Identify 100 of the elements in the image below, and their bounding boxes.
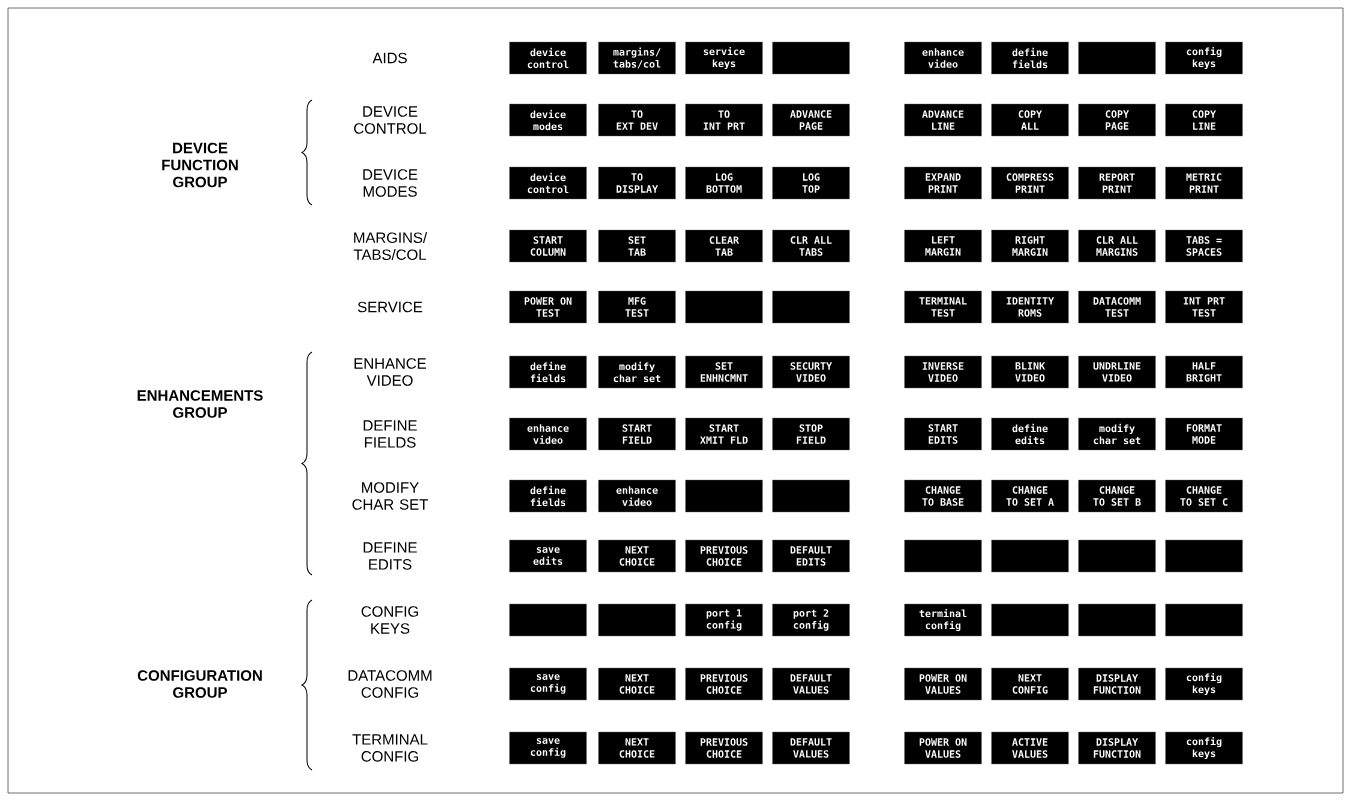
function-key: config keys xyxy=(1165,41,1243,75)
function-key: SECURTY VIDEO xyxy=(772,355,850,389)
function-key: INVERSE VIDEO xyxy=(904,355,982,389)
function-key: NEXT CHOICE xyxy=(598,731,676,765)
function-key: config keys xyxy=(1165,667,1243,701)
function-key: STOP FIELD xyxy=(772,417,850,451)
function-key: device control xyxy=(509,166,587,200)
row-label: MARGINS/ TABS/COL xyxy=(353,232,428,260)
function-key: CHANGE TO SET C xyxy=(1165,479,1243,513)
function-key: define fields xyxy=(509,479,587,513)
function-key: NEXT CHOICE xyxy=(598,539,676,573)
function-key: TO INT PRT xyxy=(685,103,763,137)
function-key: port 1 config xyxy=(685,603,763,637)
function-key: enhance video xyxy=(598,479,676,513)
group-label: ENHANCEMENTS GROUP xyxy=(137,390,263,418)
function-key: PREVIOUS CHOICE xyxy=(685,731,763,765)
row-label: MODIFY CHAR SET xyxy=(352,482,428,510)
function-key: DEFAULT VALUES xyxy=(772,731,850,765)
function-key: enhance video xyxy=(904,41,982,75)
row-label: DEVICE MODES xyxy=(363,169,418,197)
function-key: save edits xyxy=(509,539,587,573)
function-key: port 2 config xyxy=(772,603,850,637)
function-key: START COLUMN xyxy=(509,229,587,263)
blank-key xyxy=(1165,603,1243,637)
function-key: DEFAULT EDITS xyxy=(772,539,850,573)
blank-key xyxy=(1078,41,1156,75)
function-key: SET TAB xyxy=(598,229,676,263)
function-key: modify char set xyxy=(598,355,676,389)
blank-key xyxy=(772,479,850,513)
function-key: COPY LINE xyxy=(1165,103,1243,137)
function-key: ACTIVE VALUES xyxy=(991,731,1069,765)
row-label: DEFINE EDITS xyxy=(363,542,417,570)
function-key: INT PRT TEST xyxy=(1165,290,1243,324)
function-key: DISPLAY FUNCTION xyxy=(1078,667,1156,701)
function-key: CHANGE TO SET A xyxy=(991,479,1069,513)
row-label: DEVICE CONTROL xyxy=(354,106,427,134)
function-key: METRIC PRINT xyxy=(1165,166,1243,200)
function-key: POWER ON TEST xyxy=(509,290,587,324)
blank-key xyxy=(991,603,1069,637)
row-label: SERVICE xyxy=(357,301,423,313)
function-key: LOG BOTTOM xyxy=(685,166,763,200)
function-key: LEFT MARGIN xyxy=(904,229,982,263)
function-key: SET ENHNCMNT xyxy=(685,355,763,389)
function-key: define fields xyxy=(991,41,1069,75)
function-key: TABS = SPACES xyxy=(1165,229,1243,263)
function-key: device control xyxy=(509,41,587,75)
function-key: ADVANCE PAGE xyxy=(772,103,850,137)
function-key: BLINK VIDEO xyxy=(991,355,1069,389)
function-key: POWER ON VALUES xyxy=(904,731,982,765)
function-key: CLEAR TAB xyxy=(685,229,763,263)
function-key: RIGHT MARGIN xyxy=(991,229,1069,263)
blank-key xyxy=(509,603,587,637)
function-key: define edits xyxy=(991,417,1069,451)
row-label: TERMINAL CONFIG xyxy=(352,734,428,762)
function-key: COPY ALL xyxy=(991,103,1069,137)
function-key: config keys xyxy=(1165,731,1243,765)
function-key: margins/ tabs/col xyxy=(598,41,676,75)
row-label: DATACOMM CONFIG xyxy=(348,670,432,698)
function-key: ADVANCE LINE xyxy=(904,103,982,137)
group-label: DEVICE FUNCTION GROUP xyxy=(162,142,238,188)
function-key: device modes xyxy=(509,103,587,137)
blank-key xyxy=(772,290,850,324)
blank-key xyxy=(598,603,676,637)
function-key: START EDITS xyxy=(904,417,982,451)
function-key: PREVIOUS CHOICE xyxy=(685,667,763,701)
function-key: LOG TOP xyxy=(772,166,850,200)
function-key: HALF BRIGHT xyxy=(1165,355,1243,389)
blank-key xyxy=(772,41,850,75)
row-label: AIDS xyxy=(372,52,407,64)
blank-key xyxy=(1078,603,1156,637)
blank-key xyxy=(991,539,1069,573)
function-key: CHANGE TO SET B xyxy=(1078,479,1156,513)
function-key: DEFAULT VALUES xyxy=(772,667,850,701)
row-label: DEFINE FIELDS xyxy=(363,420,417,448)
function-key: COMPRESS PRINT xyxy=(991,166,1069,200)
function-key: save config xyxy=(509,731,587,765)
blank-key xyxy=(685,479,763,513)
function-key: TERMINAL TEST xyxy=(904,290,982,324)
blank-key xyxy=(685,290,763,324)
function-key: START XMIT FLD xyxy=(685,417,763,451)
function-key: REPORT PRINT xyxy=(1078,166,1156,200)
function-key: DISPLAY FUNCTION xyxy=(1078,731,1156,765)
function-key: IDENTITY ROMS xyxy=(991,290,1069,324)
function-key: MFG TEST xyxy=(598,290,676,324)
function-key: terminal config xyxy=(904,603,982,637)
function-key: enhance video xyxy=(509,417,587,451)
function-key: CLR ALL TABS xyxy=(772,229,850,263)
row-label: ENHANCE VIDEO xyxy=(354,358,427,386)
function-key: save config xyxy=(509,667,587,701)
function-key: DATACOMM TEST xyxy=(1078,290,1156,324)
blank-key xyxy=(1078,539,1156,573)
function-key: EXPAND PRINT xyxy=(904,166,982,200)
function-key: COPY PAGE xyxy=(1078,103,1156,137)
function-key: modify char set xyxy=(1078,417,1156,451)
function-key: START FIELD xyxy=(598,417,676,451)
blank-key xyxy=(1165,539,1243,573)
function-key: CHANGE TO BASE xyxy=(904,479,982,513)
group-label: CONFIGURATION GROUP xyxy=(137,670,262,698)
function-key: POWER ON VALUES xyxy=(904,667,982,701)
row-label: CONFIG KEYS xyxy=(361,606,419,634)
